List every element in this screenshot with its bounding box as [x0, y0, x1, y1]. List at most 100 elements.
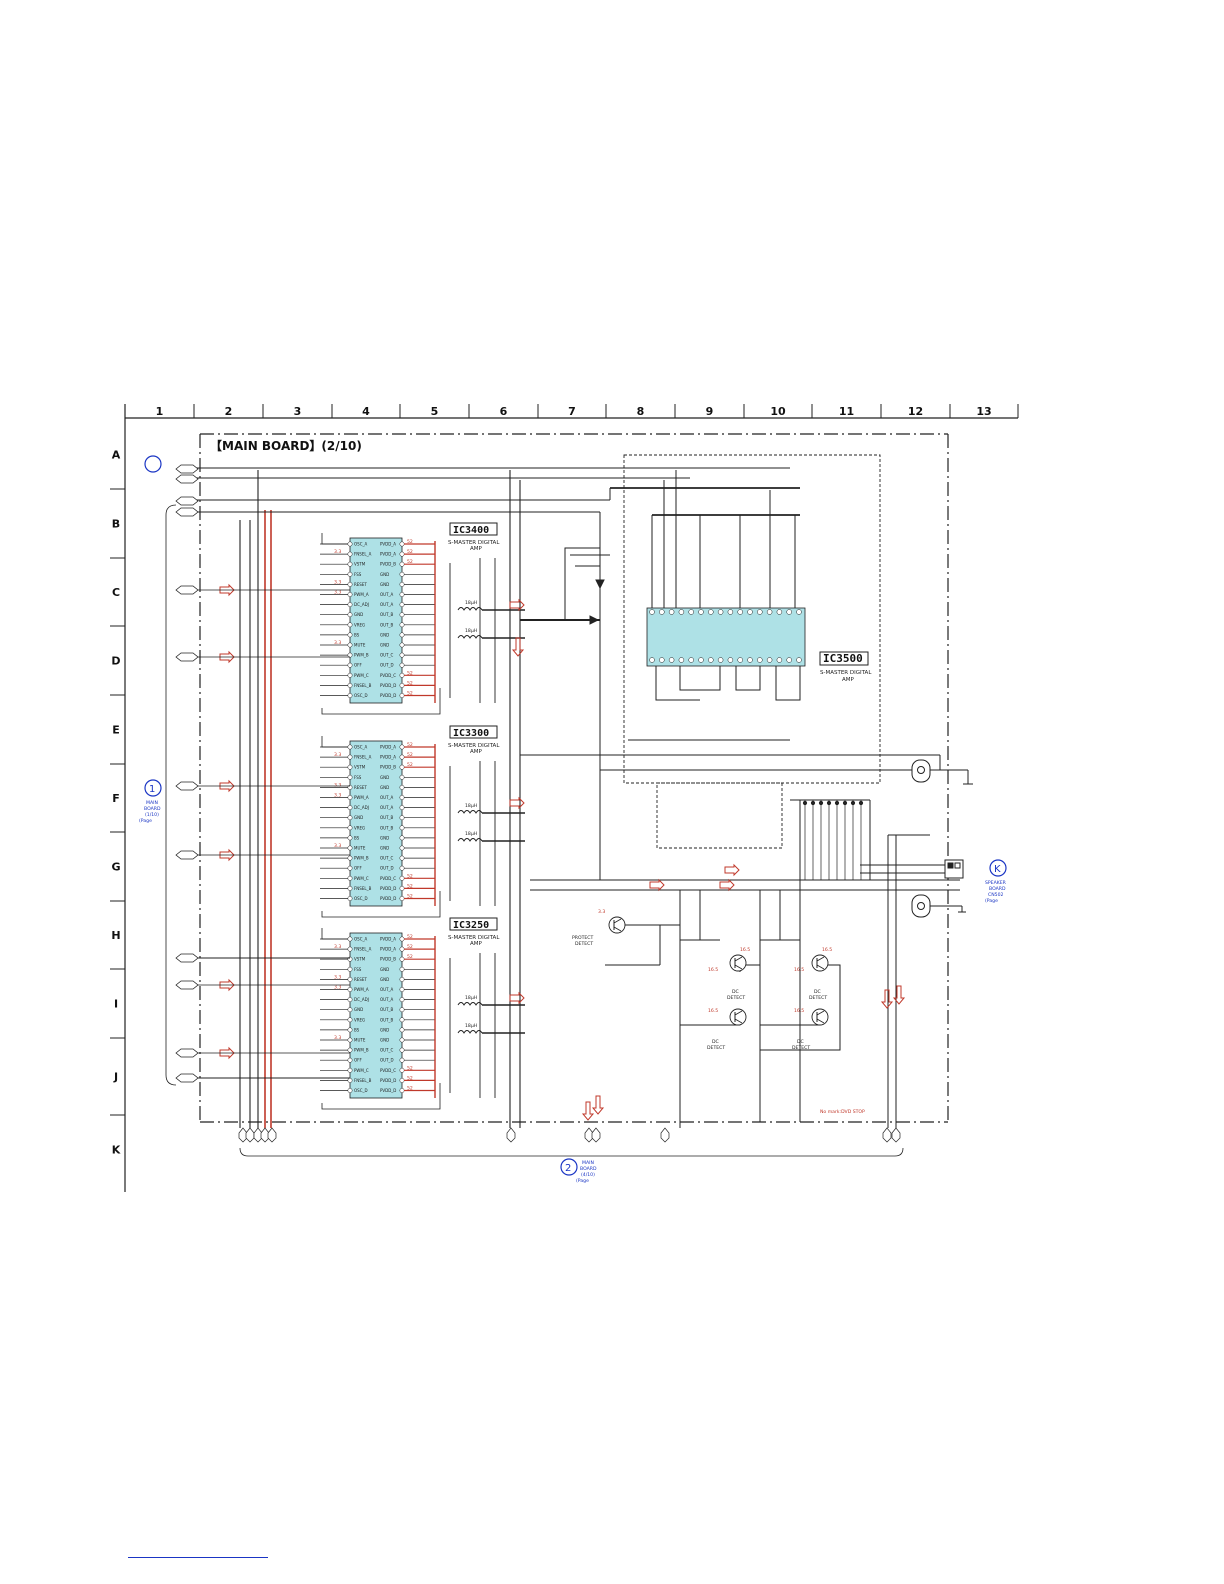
svg-text:(1/10): (1/10)	[145, 812, 159, 818]
ic-pin-label-right: OUT_A	[380, 795, 394, 800]
ic-pin-label-right: PVDD_D	[380, 896, 396, 901]
ic-pin-label-right: PVDD_B	[380, 562, 396, 567]
input-connector	[175, 953, 199, 963]
svg-text:(Page: (Page	[576, 1178, 589, 1184]
pin-voltage-left: 3.3	[334, 579, 341, 585]
row-label: G	[111, 861, 120, 874]
ic-pin-label-right: GND	[380, 977, 389, 982]
ic-pin-label-right: GND	[380, 1027, 389, 1032]
row-label: H	[111, 929, 120, 942]
ic-pin-label-right: PVDD_D	[380, 693, 396, 698]
bottom-note: No mark:DVD STOP	[820, 1109, 865, 1115]
input-connector	[175, 496, 199, 506]
pin-voltage: 52	[407, 1086, 413, 1092]
svg-text:BOARD: BOARD	[580, 1166, 597, 1172]
ic-body	[349, 537, 403, 704]
ic-pin-label-left: DC_ADJ	[354, 602, 369, 607]
protect-detect-label-1: PROTECT	[572, 935, 593, 941]
input-connector	[175, 781, 199, 791]
protect-transistor	[608, 916, 626, 934]
ic-pin-label-right: PVDD_B	[380, 957, 396, 962]
signal-arrow	[509, 599, 525, 611]
dc-detect-label-d2: DETECT	[792, 1045, 810, 1051]
ic-pin-label-right: PVDD_D	[380, 886, 396, 891]
ic-pin-label-left: OFF	[354, 663, 362, 668]
column-label: 13	[976, 405, 991, 418]
column-label: 10	[770, 405, 786, 418]
speaker-connector-area	[790, 759, 973, 1128]
ic-pin-label-right: OUT_A	[380, 987, 394, 992]
ic-pin-label-right: PVDD_C	[380, 673, 396, 678]
pin-voltage-left: 3.3	[334, 549, 341, 555]
ic-pin-label-right: PVDD_D	[380, 1078, 396, 1083]
ic-desc2: AMP	[470, 749, 483, 755]
ic-pin-label-left: BS	[354, 1027, 360, 1032]
svg-text:MAIN: MAIN	[582, 1160, 594, 1166]
svg-text:MAIN: MAIN	[146, 800, 158, 806]
pin-voltage: 52	[407, 894, 413, 900]
input-connector	[175, 464, 199, 474]
svg-text:(4/10): (4/10)	[581, 1172, 595, 1178]
column-label: 1	[156, 405, 164, 418]
ic-pin-label-right: PVDD_A	[380, 745, 396, 750]
ic-pin-label-left: GND	[354, 612, 363, 617]
ic-body	[349, 932, 403, 1099]
ic-pin-label-left: GND	[354, 1007, 363, 1012]
pin-voltage-left: 3.3	[334, 974, 341, 980]
ic-desc2: AMP	[470, 546, 483, 552]
ic-desc2: AMP	[470, 941, 483, 947]
detect-section	[605, 890, 841, 1128]
ic-pin-label-left: FNSEL_A	[354, 755, 372, 760]
pin-voltage: 52	[407, 559, 413, 565]
ic-pin-label-left: FNSEL_B	[354, 1078, 372, 1083]
pin-voltage-left: 3.3	[334, 944, 341, 950]
ic-pin-label-left: OSC_D	[354, 896, 368, 901]
column-label: 3	[294, 405, 302, 418]
ic-pin-label-right: PVDD_A	[380, 937, 396, 942]
ic-pin-label-left: RESET	[354, 582, 367, 587]
voltage-dc-5: 16.5	[708, 1008, 718, 1014]
ic-pin-label-right: PVDD_A	[380, 947, 396, 952]
column-label: 6	[500, 405, 508, 418]
row-label: I	[114, 998, 118, 1011]
ic-pin-label-right: OUT_B	[380, 612, 394, 617]
row-label: B	[112, 518, 120, 531]
ic-pin-label-left: DC_ADJ	[354, 997, 369, 1002]
connector-2-bracket	[239, 1147, 904, 1157]
ic-pin-label-left: FSS	[354, 572, 362, 577]
pin-voltage: 52	[407, 1065, 413, 1071]
ic-pin-label-left: PWM_C	[354, 1068, 369, 1073]
ic-ref: IC3300	[453, 728, 489, 739]
signal-arrow	[719, 879, 735, 891]
ic-pin-label-right: PVDD_A	[380, 755, 396, 760]
svg-text:K: K	[994, 864, 1001, 875]
column-label: 9	[706, 405, 714, 418]
pin-voltage: 52	[407, 549, 413, 555]
voltage-dc-1: 16.5	[740, 947, 750, 953]
top-signal-lines	[195, 467, 800, 513]
pin-voltage: 52	[407, 873, 413, 879]
pin-voltage: 52	[407, 1075, 413, 1081]
ic-pin-label-left: OSC_D	[354, 693, 368, 698]
ic-pin-label-left: PWM_B	[354, 856, 369, 861]
ic-ref-box	[449, 917, 498, 931]
pin-voltage: 52	[407, 934, 413, 940]
ic-desc: S-MASTER DIGITAL	[448, 540, 500, 546]
ic-pin-label-right: GND	[380, 785, 389, 790]
bottom-connector	[267, 1127, 277, 1143]
svg-text:BOARD: BOARD	[989, 886, 1006, 892]
connector-k: K SPEAKER BOARD CN502 (Page	[985, 859, 1007, 904]
ic-pin-label-left: PWM_A	[354, 592, 369, 597]
input-connector	[175, 585, 199, 595]
ic3500-desc: S-MASTER DIGITAL	[820, 670, 872, 676]
pin-voltage: 52	[407, 944, 413, 950]
ic-pin-label-left: RESET	[354, 785, 367, 790]
ic-pin-label-right: OUT_D	[380, 866, 394, 871]
pin-voltage-left: 3.3	[334, 843, 341, 849]
ic-ref-box	[449, 522, 498, 536]
pin-voltage: 52	[407, 742, 413, 748]
ic-pin-label-right: OUT_A	[380, 805, 394, 810]
ic-pin-label-left: OSC_A	[354, 937, 367, 942]
